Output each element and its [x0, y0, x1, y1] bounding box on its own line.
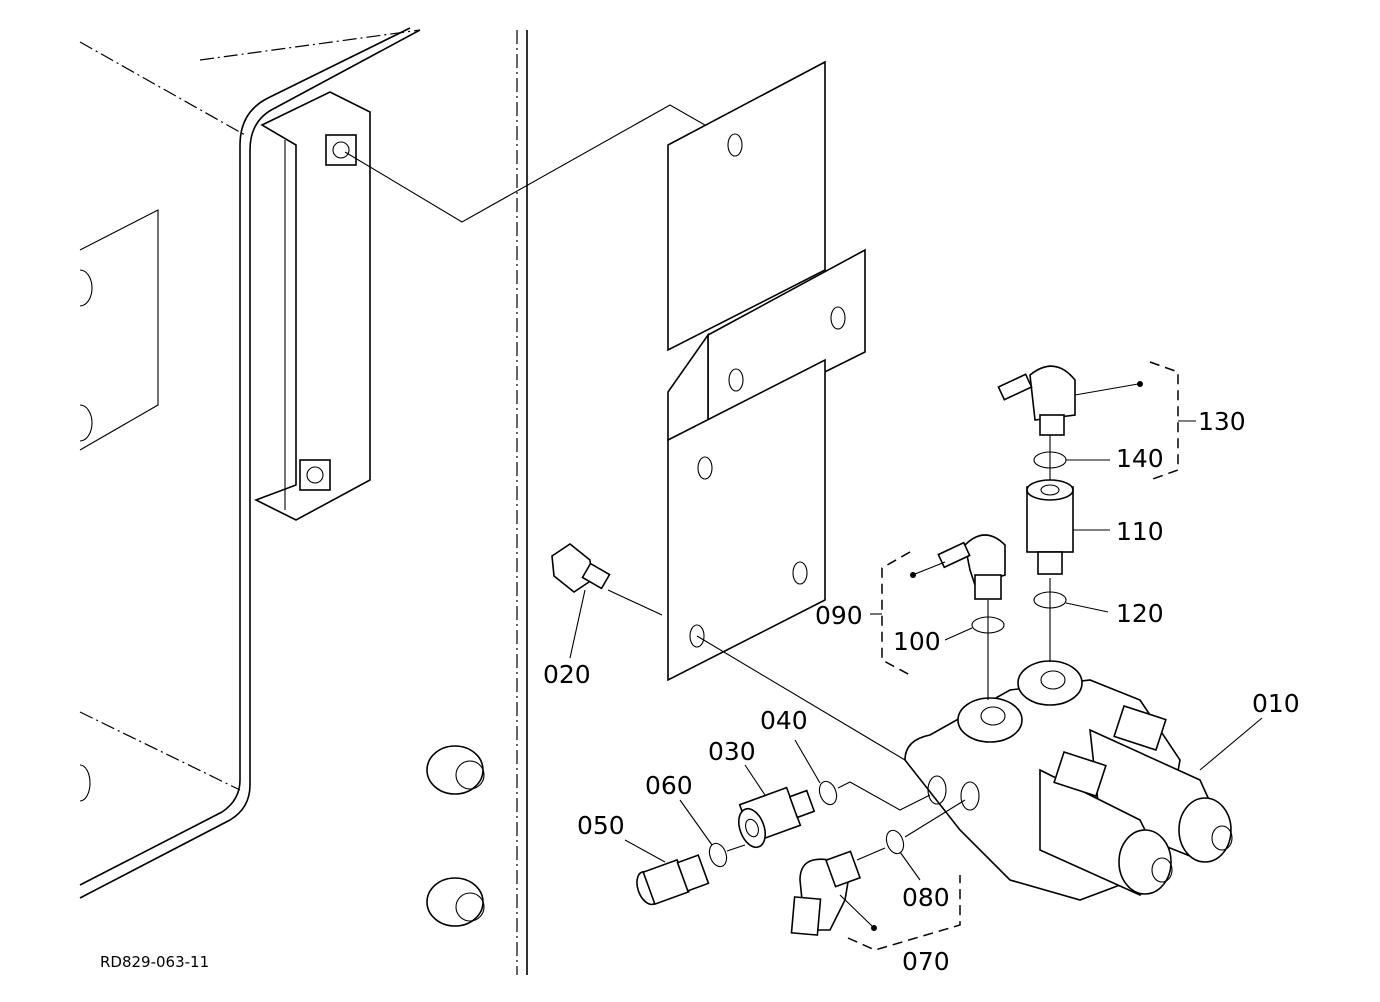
callout-050: 050: [577, 811, 625, 840]
elbow-fitting-090: [910, 534, 1006, 700]
fitting-020: [551, 543, 663, 659]
kit-bracket-090: [881, 551, 911, 676]
callout-020: 020: [543, 660, 591, 689]
background-panel: [79, 27, 528, 975]
callout-120: 120: [1116, 599, 1164, 628]
reference-code: RD829-063-11: [100, 953, 209, 971]
callout-140: 140: [1116, 444, 1164, 473]
callout-100: 100: [893, 627, 941, 656]
callout-labels: 010 020 030 040 050 060 070 080 090 100 …: [100, 407, 1300, 976]
kit-bracket-070: [847, 875, 961, 951]
valve-assembly-010: [904, 660, 1263, 901]
elbow-fitting-130: [997, 365, 1143, 480]
bracket: [254, 91, 371, 521]
callout-060: 060: [645, 771, 693, 800]
adapter-110: [1026, 479, 1110, 662]
fitting-030: [738, 764, 816, 849]
callout-070: 070: [902, 947, 950, 976]
elbow-fitting-070: [790, 799, 966, 936]
o-ring-060: [679, 799, 746, 868]
callout-090: 090: [815, 601, 863, 630]
fitting-050: [624, 839, 710, 906]
spacers: [426, 745, 485, 927]
o-ring-040: [794, 739, 931, 811]
callout-030: 030: [708, 737, 756, 766]
mounting-plate: [667, 60, 866, 682]
callout-040: 040: [760, 706, 808, 735]
callout-130: 130: [1198, 407, 1246, 436]
callout-010: 010: [1252, 689, 1300, 718]
callout-080: 080: [902, 883, 950, 912]
callout-110: 110: [1116, 517, 1164, 546]
